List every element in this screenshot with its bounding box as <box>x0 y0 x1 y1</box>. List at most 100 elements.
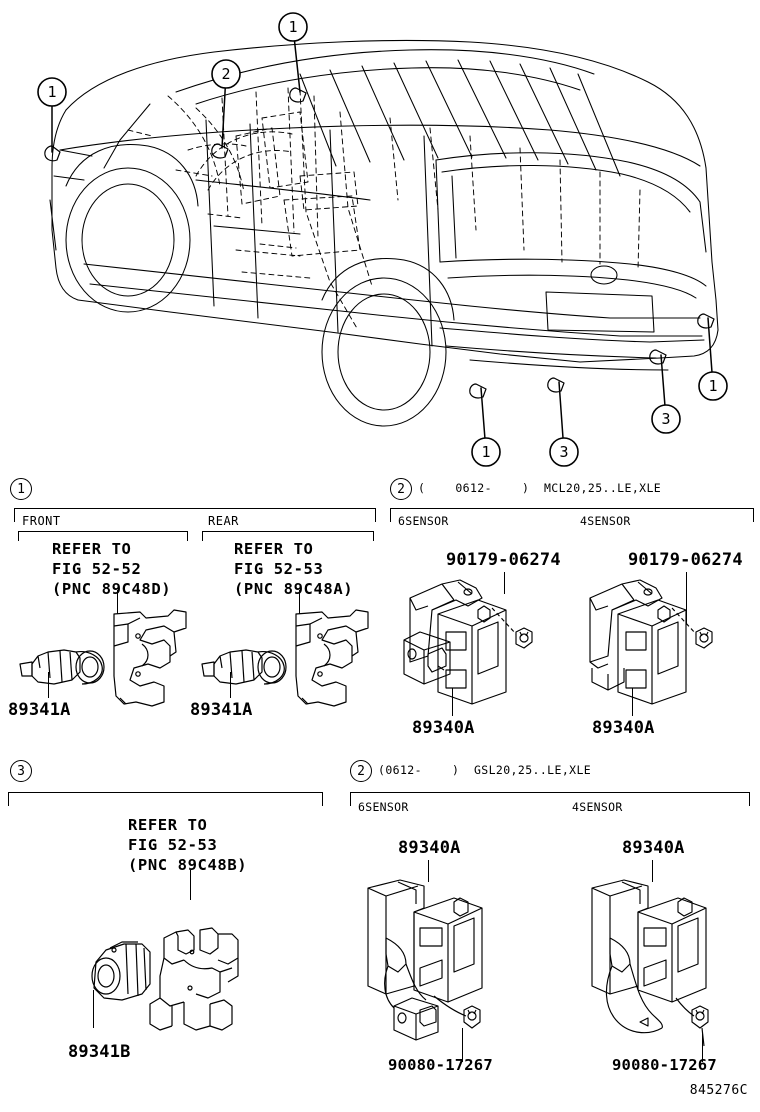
sensor-part-drawing <box>19 649 105 685</box>
panel-1-bracket <box>14 508 376 522</box>
panel-3-drawing <box>80 927 260 1058</box>
panel-2-mcl-6sensor-drawing <box>398 570 558 720</box>
panel-2-mcl-note-models: MCL20,25..LE,XLE <box>543 481 662 495</box>
panel-2-mcl-4sensor-top-leader <box>686 572 687 624</box>
panel-3-refer-text: REFER TO FIG 52-53 (PNC 89C48B) <box>128 816 248 874</box>
vehicle-rear-hatch <box>439 258 707 371</box>
panel-2-mcl-4sensor-top-part: 90179-06274 <box>628 550 743 570</box>
vehicle-door-lines <box>49 103 433 347</box>
panel-2-gsl-note-suffix: ) <box>451 763 460 777</box>
panel-2-mcl: 2 (0612-) MCL20,25..LE,XLE 6SENSOR 90179… <box>380 478 760 760</box>
panel-2-mcl-group-6sensor-title: 6SENSOR <box>398 514 449 528</box>
ecu-module-drawing <box>403 579 507 705</box>
panel-1-group-rear-title: REAR <box>208 514 239 528</box>
callout-circle <box>37 77 67 107</box>
callout-circle <box>278 12 308 42</box>
panel-2-gsl-note-models: GSL20,25..LE,XLE <box>473 763 592 777</box>
ecu-module-drawing <box>367 879 483 1041</box>
panel-2-mcl-note-suffix: ) <box>521 481 530 495</box>
callout-number: 3 <box>559 443 568 461</box>
callout-circle <box>698 371 728 401</box>
panel-2-gsl-4sensor-bottom-part: 90080-17267 <box>612 1056 717 1074</box>
vehicle-callout-1-6: 1 <box>698 317 728 401</box>
panel-2-mcl-group-4sensor-title: 4SENSOR <box>580 514 631 528</box>
panel-2-gsl-note: (0612-) GSL20,25..LE,XLE <box>378 763 591 777</box>
callout-circle <box>549 437 579 467</box>
panel-2-mcl-bracket <box>390 508 754 522</box>
vehicle-roof-glass <box>175 49 707 263</box>
vehicle-callout-1-1: 1 <box>278 12 308 93</box>
panel-1-group-front-refer-text: REFER TO FIG 52-52 (PNC 89C48D) <box>52 540 172 598</box>
callout-circle <box>651 404 681 434</box>
panel-2-gsl-note-prefix: ( <box>378 763 386 777</box>
callout-circle <box>471 437 501 467</box>
sensor-retainer-drawing <box>149 927 239 1031</box>
panel-2-gsl-6sensor-top-part: 89340A <box>398 838 461 858</box>
panel-1-group-rear-refer-text: REFER TO FIG 52-53 (PNC 89C48A) <box>234 540 354 598</box>
vehicle-callouts: 1 1 2 1 3 3 1 <box>37 12 728 467</box>
callout-number: 1 <box>708 377 717 395</box>
vehicle-callout-2-2: 2 <box>211 59 241 149</box>
panel-2-mcl-note-prefix: ( <box>418 481 426 495</box>
callout-number: 1 <box>47 83 56 101</box>
ecu-module-drawing <box>589 579 687 705</box>
panel-2-gsl-4sensor-top-leader <box>652 860 653 882</box>
callout-circle <box>211 59 241 89</box>
panel-2-mcl-6sensor-bottom-leader <box>452 688 453 716</box>
panel-1-front-drawing <box>14 606 194 716</box>
panel-3-part-leader <box>93 990 94 1028</box>
panel-2-mcl-4sensor-bottom-leader <box>632 688 633 716</box>
vehicle-callout-1-3: 1 <box>471 387 501 467</box>
panel-3-part-number: 89341B <box>68 1042 131 1062</box>
panel-2-mcl-note-range: 0612- <box>455 481 492 495</box>
panel-1-rear-part-number: 89341A <box>190 700 253 720</box>
panel-1-rear-part-leader <box>230 672 231 698</box>
panel-2-mcl-4sensor-bottom-part: 89340A <box>592 718 655 738</box>
panel-1-group-front-bracket <box>18 531 188 541</box>
panel-2-gsl-6sensor-top-leader <box>428 860 429 882</box>
callout-number: 3 <box>661 410 670 428</box>
panel-3-badge: 3 <box>10 760 32 782</box>
panel-2-mcl-4sensor-drawing <box>578 570 738 720</box>
panel-2-gsl-note-range: 0612- <box>385 763 422 777</box>
callout-number: 1 <box>481 443 490 461</box>
panel-2-mcl-badge: 2 <box>390 478 412 500</box>
panel-2-gsl-6sensor-bottom-part: 90080-17267 <box>388 1056 493 1074</box>
panel-2-gsl-4sensor-bottom-leader <box>702 1032 703 1062</box>
panel-1-badge: 1 <box>10 478 32 500</box>
panel-2-gsl-6sensor-bottom-leader <box>462 1028 463 1062</box>
panel-2-mcl-6sensor-top-part: 90179-06274 <box>446 550 561 570</box>
sensor-part-drawing <box>201 649 287 685</box>
vehicle-wheels <box>65 144 455 427</box>
vehicle-callout-1-0: 1 <box>37 77 67 153</box>
panel-2-gsl: 2 (0612-) GSL20,25..LE,XLE 6SENSOR 89340… <box>340 760 760 1100</box>
panel-1-rear-refer-leader <box>299 590 300 614</box>
panel-1-group-rear-bracket <box>202 531 374 541</box>
screw-part-drawing <box>671 607 713 649</box>
panel-2-gsl-4sensor-drawing <box>582 878 760 1047</box>
panel-2-gsl-4sensor-top-part: 89340A <box>622 838 685 858</box>
panel-2-gsl-bracket <box>350 792 750 806</box>
vehicle-callout-3-5: 3 <box>651 354 681 434</box>
screw-part-drawing <box>491 607 533 649</box>
sensor-retainer-drawing <box>295 609 369 707</box>
panel-1-front-part-number: 89341A <box>8 700 71 720</box>
panel-1-front-refer-leader <box>117 590 118 614</box>
panel-2-gsl-group-6sensor-title: 6SENSOR <box>358 800 409 814</box>
sensor-retainer-drawing <box>113 609 187 707</box>
panel-2-mcl-6sensor-top-leader <box>504 572 505 594</box>
vehicle-illustration: 1 1 2 1 3 3 1 <box>0 0 760 470</box>
callout-number: 1 <box>288 18 297 36</box>
panel-3-bracket <box>8 792 323 806</box>
panel-3: 3 REFER TO FIG 52-53 (PNC 89C48B) <box>0 760 340 1100</box>
sensor-part-drawing <box>91 941 151 1001</box>
panel-1-rear-drawing <box>196 606 376 716</box>
grommet-part-drawing <box>433 995 481 1029</box>
ecu-module-drawing <box>591 879 707 1034</box>
panel-2-gsl-group-4sensor-title: 4SENSOR <box>572 800 623 814</box>
panel-1-group-front-title: FRONT <box>22 514 61 528</box>
grommet-part-drawing <box>675 997 709 1047</box>
panel-2-mcl-note: (0612-) MCL20,25..LE,XLE <box>418 481 661 495</box>
panel-1-front-part-leader <box>48 672 49 698</box>
